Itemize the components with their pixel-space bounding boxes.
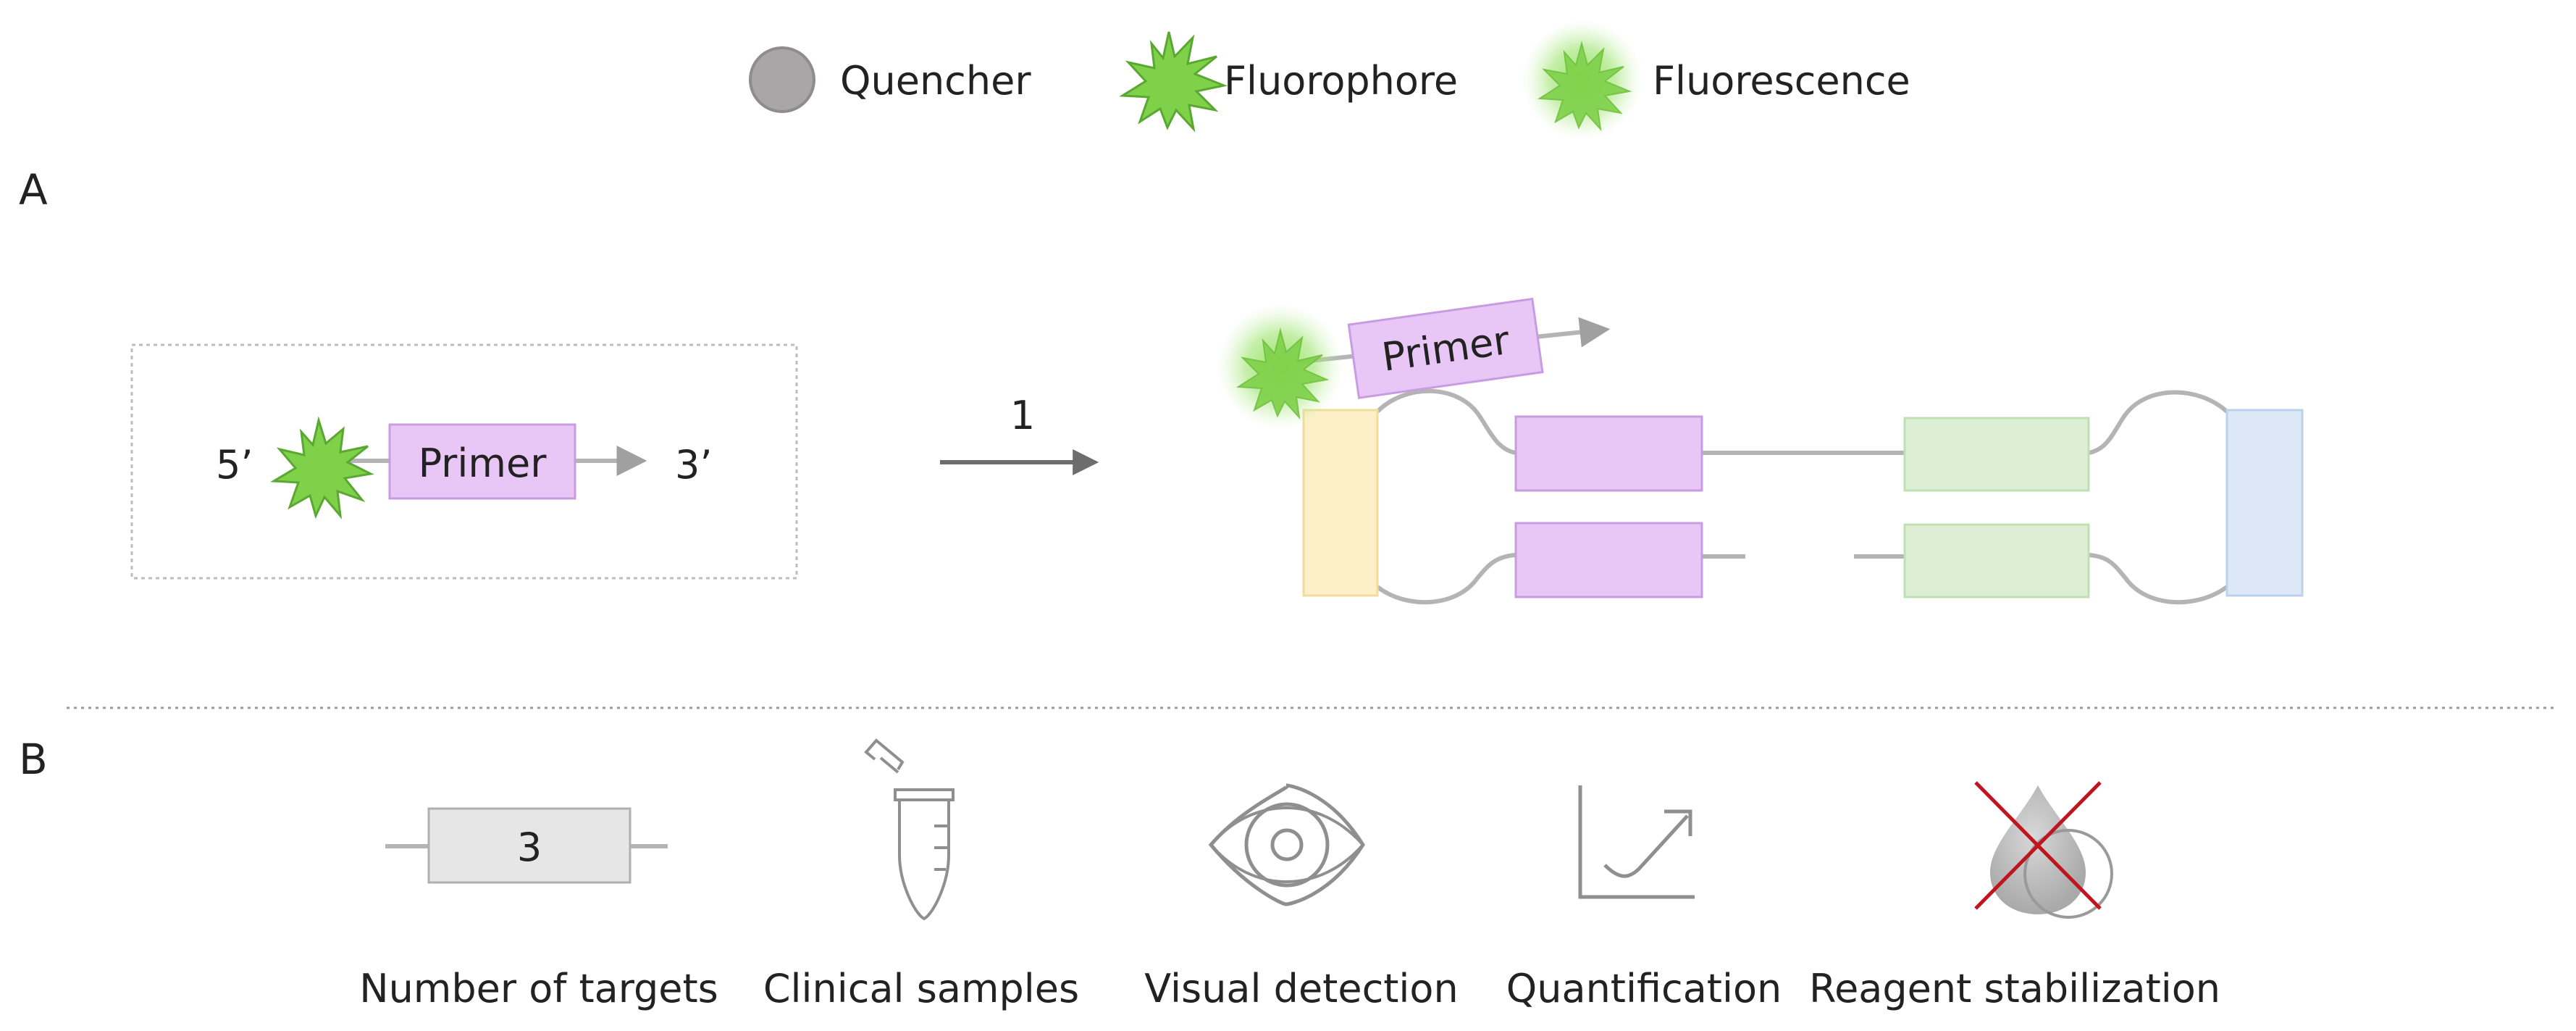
blue-block (2225, 409, 2304, 597)
panel-b-label: B (19, 735, 48, 784)
five-prime-label: 5’ (216, 442, 253, 488)
targets-item: 3 Number of targets (359, 807, 718, 1011)
reagent-stabilization-label: Reagent stabilization (1809, 966, 2220, 1011)
crossed-drop-icon (1974, 781, 2113, 919)
three-prime-label: 3’ (675, 442, 713, 488)
visual-detection-item: Visual detection (1144, 783, 1459, 1011)
product-fluorophore-icon (1235, 327, 1330, 420)
green-block-top (1903, 417, 2090, 492)
product-primer-box (1347, 297, 1544, 399)
quantification-label: Quantification (1506, 966, 1782, 1011)
green-block-bottom (1903, 523, 2090, 598)
tube-icon (864, 738, 955, 921)
graph-icon (1578, 785, 1695, 899)
clinical-samples-item: Clinical samples (763, 738, 1079, 1011)
legend: Quencher Fluorophore Fluorescence (749, 20, 1910, 139)
targets-count: 3 (517, 825, 542, 870)
probe-primer-label: Primer (419, 441, 547, 486)
quantification-item: Quantification (1506, 785, 1782, 1011)
clinical-samples-label: Clinical samples (763, 966, 1079, 1011)
reaction-arrow: 1 (940, 393, 1099, 475)
eye-icon (1208, 783, 1365, 906)
reagent-stabilization-item: Reagent stabilization (1809, 781, 2220, 1011)
probe-fluorophore-icon (270, 416, 374, 519)
right-top-loop (2088, 390, 2229, 455)
fluorophore-icon (1119, 31, 1228, 133)
cross-line-2 (1974, 781, 2102, 910)
probe-box: 5’ Primer 3’ (130, 343, 798, 580)
step-label: 1 (1010, 393, 1035, 438)
panel-a-label: A (19, 165, 48, 214)
legend-quencher-label: Quencher (840, 58, 1031, 104)
visual-detection-label: Visual detection (1144, 966, 1458, 1011)
legend-fluorophore-label: Fluorophore (1224, 58, 1458, 104)
quencher-icon (749, 46, 815, 113)
right-bottom-loop (2088, 553, 2228, 605)
left-top-loop (1375, 388, 1516, 455)
purple-block-bottom (1514, 522, 1703, 598)
legend-fluorescence-label: Fluorescence (1653, 58, 1910, 104)
targets-label: Number of targets (359, 966, 718, 1011)
targets-box-icon (427, 807, 632, 884)
fluorescence-star-icon (1537, 41, 1632, 132)
left-bottom-loop (1376, 553, 1516, 605)
purple-block-top (1514, 415, 1703, 492)
released-primer: Primer (1218, 297, 1611, 429)
lamp-product: Primer (1218, 297, 2304, 605)
yellow-block (1302, 409, 1379, 597)
drop-ring-icon (2023, 829, 2113, 919)
probe-primer-box (388, 423, 576, 500)
drop-icon (1990, 785, 2086, 914)
